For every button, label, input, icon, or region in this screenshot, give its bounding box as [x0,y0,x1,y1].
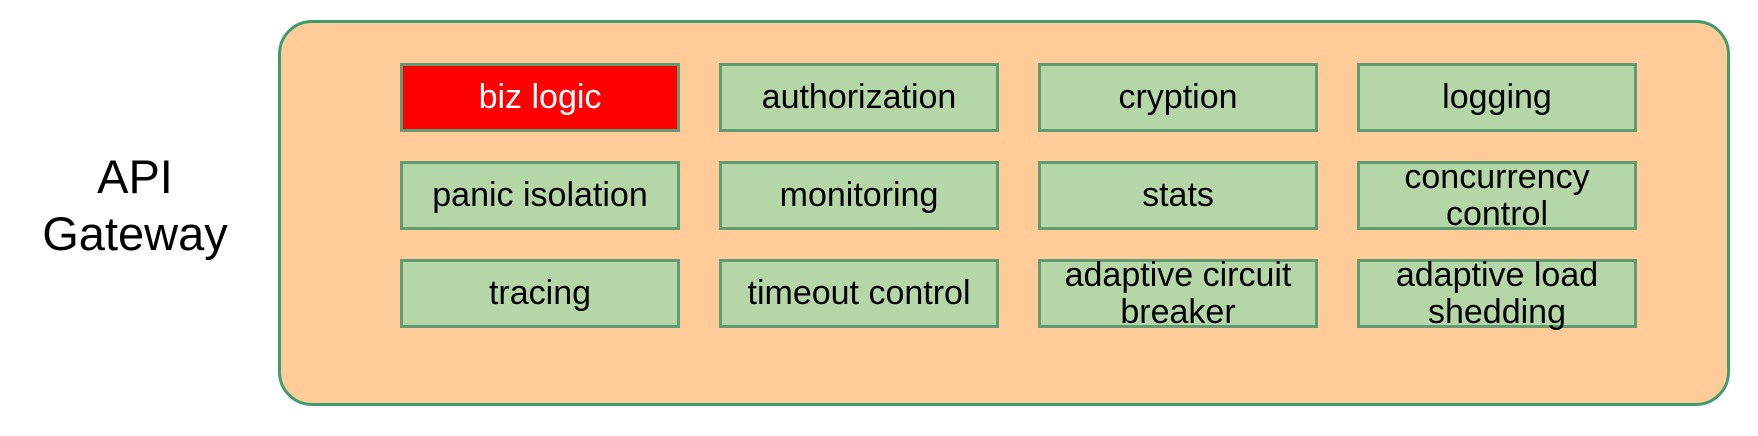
feature-box-panic-isolation[interactable]: panic isolation [400,161,680,230]
feature-box-concurrency-control[interactable]: concurrency control [1357,158,1637,232]
feature-box-monitoring[interactable]: monitoring [719,161,999,230]
feature-box-stats[interactable]: stats [1038,161,1318,230]
feature-box-adaptive-load-shedding[interactable]: adaptive load shedding [1357,256,1637,330]
feature-box-cryption[interactable]: cryption [1038,63,1318,132]
feature-box-logging[interactable]: logging [1357,63,1637,132]
feature-box-tracing[interactable]: tracing [400,259,680,328]
feature-box-biz-logic[interactable]: biz logic [400,63,680,132]
api-gateway-label: API Gateway [42,150,228,260]
feature-box-adaptive-circuit-breaker[interactable]: adaptive circuit breaker [1038,256,1318,330]
feature-box-timeout-control[interactable]: timeout control [719,259,999,328]
feature-box-authorization[interactable]: authorization [719,63,999,132]
feature-box-grid: biz logic authorization cryption logging… [400,63,1638,330]
